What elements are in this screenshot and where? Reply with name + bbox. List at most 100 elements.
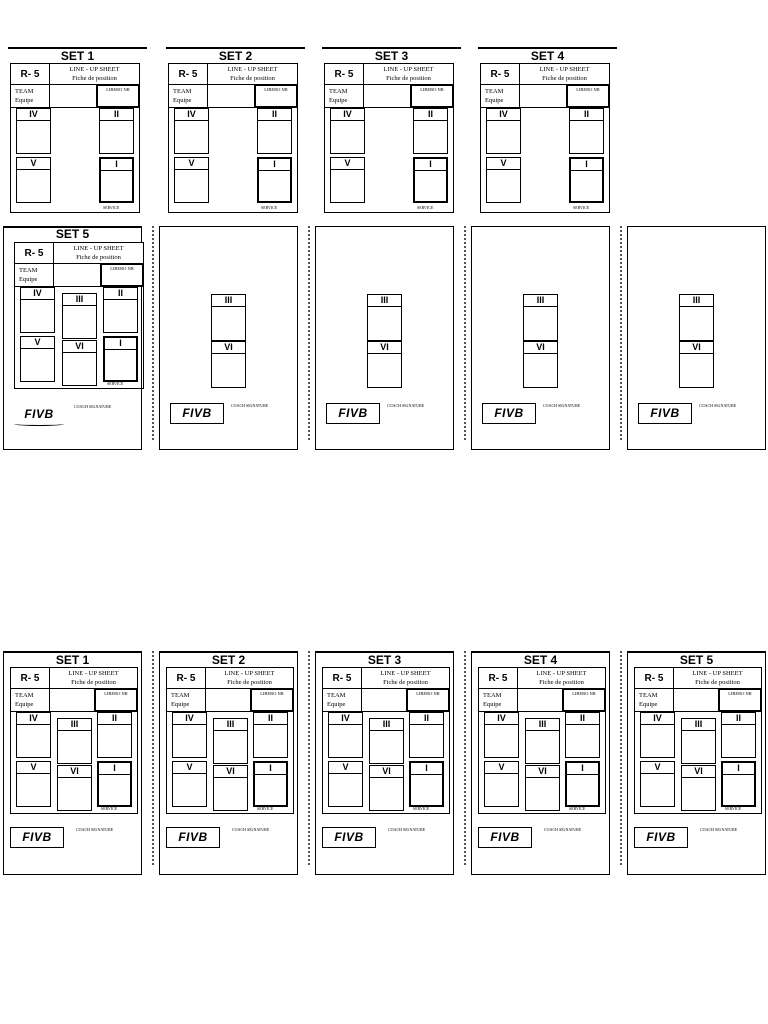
position-i-cell[interactable]: I xyxy=(721,761,756,807)
rotation-label: R- 5 xyxy=(10,667,50,689)
position-ii-cell[interactable]: II xyxy=(565,712,600,758)
position-iii-cell-label: III xyxy=(58,719,91,731)
position-iii-cell[interactable]: III xyxy=(57,718,92,764)
equipe-text: Equipe xyxy=(173,97,192,104)
position-iii-cell[interactable]: III xyxy=(681,718,716,764)
position-v-cell[interactable]: V xyxy=(640,761,675,807)
position-v-cell[interactable]: V xyxy=(486,157,521,203)
position-iv-cell[interactable]: IV xyxy=(16,712,51,758)
position-iii-cell[interactable]: III xyxy=(211,294,246,341)
libero-number-field[interactable]: LIBERO NR xyxy=(566,84,610,108)
team-name-field[interactable] xyxy=(53,263,102,287)
team-name-field[interactable] xyxy=(49,688,96,712)
position-v-cell[interactable]: V xyxy=(16,761,51,807)
libero-number-field[interactable]: LIBERO NR xyxy=(562,688,606,712)
position-i-cell[interactable]: I xyxy=(413,157,448,203)
position-ii-cell[interactable]: II xyxy=(569,108,604,154)
team-name-field[interactable] xyxy=(49,84,98,108)
position-v-cell-label: V xyxy=(485,762,518,774)
libero-number-field[interactable]: LIBERO NR xyxy=(250,688,294,712)
team-name-field[interactable] xyxy=(363,84,412,108)
position-iv-cell-label: IV xyxy=(641,713,674,725)
position-ii-cell[interactable]: II xyxy=(103,287,138,333)
position-i-cell[interactable]: I xyxy=(409,761,444,807)
position-v-cell[interactable]: V xyxy=(484,761,519,807)
libero-number-field[interactable]: LIBERO NR xyxy=(254,84,298,108)
position-v-cell[interactable]: V xyxy=(174,157,209,203)
position-iv-cell[interactable]: IV xyxy=(330,108,365,154)
position-i-cell[interactable]: I xyxy=(99,157,134,203)
position-vi-label: VI xyxy=(680,342,713,354)
libero-number-field[interactable]: LIBERO NR xyxy=(100,263,144,287)
position-ii-cell[interactable]: II xyxy=(257,108,292,154)
position-vi-cell[interactable]: VI xyxy=(679,341,714,388)
position-ii-cell[interactable]: II xyxy=(413,108,448,154)
position-ii-cell[interactable]: II xyxy=(253,712,288,758)
position-vi-cell[interactable]: VI xyxy=(525,765,560,811)
position-v-cell[interactable]: V xyxy=(16,157,51,203)
coach-signature-label: COACH SIGNATURE xyxy=(543,403,581,408)
set-title-5-middle: SET 5 xyxy=(55,227,90,241)
position-iv-cell[interactable]: IV xyxy=(486,108,521,154)
position-iv-cell[interactable]: IV xyxy=(640,712,675,758)
position-iv-cell[interactable]: IV xyxy=(484,712,519,758)
position-ii-cell[interactable]: II xyxy=(97,712,132,758)
team-name-field[interactable] xyxy=(673,688,720,712)
position-ii-cell[interactable]: II xyxy=(409,712,444,758)
position-iv-cell-label: IV xyxy=(17,713,50,725)
position-iv-cell[interactable]: IV xyxy=(328,712,363,758)
libero-number-field[interactable]: LIBERO NR xyxy=(406,688,450,712)
position-v-cell-label: V xyxy=(329,762,362,774)
position-iii-cell[interactable]: III xyxy=(213,718,248,764)
team-name-field[interactable] xyxy=(519,84,568,108)
position-vi-cell[interactable]: VI xyxy=(213,765,248,811)
libero-number-field[interactable]: LIBERO NR xyxy=(410,84,454,108)
position-v-cell[interactable]: V xyxy=(328,761,363,807)
position-v-cell[interactable]: V xyxy=(20,336,55,382)
team-name-field[interactable] xyxy=(205,688,252,712)
team-name-field[interactable] xyxy=(361,688,408,712)
position-vi-cell[interactable]: VI xyxy=(367,341,402,388)
position-vi-cell[interactable]: VI xyxy=(523,341,558,388)
set-title-bottom-2: SET 2 xyxy=(211,653,246,667)
team-name-field[interactable] xyxy=(207,84,256,108)
position-vi-cell[interactable]: VI xyxy=(369,765,404,811)
position-iv-cell[interactable]: IV xyxy=(16,108,51,154)
team-name-field[interactable] xyxy=(517,688,564,712)
position-i-cell[interactable]: I xyxy=(97,761,132,807)
position-iv-cell[interactable]: IV xyxy=(174,108,209,154)
position-vi-cell[interactable]: VI xyxy=(211,341,246,388)
libero-number-field[interactable]: LIBERO NR xyxy=(96,84,140,108)
position-i-cell[interactable]: I xyxy=(103,336,138,382)
position-iii-cell[interactable]: III xyxy=(367,294,402,341)
position-i-cell[interactable]: I xyxy=(253,761,288,807)
position-v-cell[interactable]: V xyxy=(172,761,207,807)
position-vi-cell-label: VI xyxy=(682,766,715,778)
position-vi-cell[interactable]: VI xyxy=(57,765,92,811)
fivb-logo: FIVB xyxy=(326,403,380,424)
position-v-cell-label: V xyxy=(173,762,206,774)
position-iii-cell[interactable]: III xyxy=(523,294,558,341)
sheet-title: LINE - UP SHEET xyxy=(383,66,434,73)
position-iv-cell[interactable]: IV xyxy=(20,287,55,333)
position-vi-cell[interactable]: VI xyxy=(62,340,97,386)
position-iv-cell[interactable]: IV xyxy=(172,712,207,758)
libero-number-field[interactable]: LIBERO NR xyxy=(94,688,138,712)
position-iii-cell[interactable]: III xyxy=(679,294,714,341)
position-ii-cell[interactable]: II xyxy=(721,712,756,758)
position-v-cell[interactable]: V xyxy=(330,157,365,203)
position-ii-cell[interactable]: II xyxy=(99,108,134,154)
position-iii-cell[interactable]: III xyxy=(369,718,404,764)
position-i-cell[interactable]: I xyxy=(569,157,604,203)
position-vi-cell[interactable]: VI xyxy=(681,765,716,811)
position-i-cell[interactable]: I xyxy=(257,157,292,203)
position-iii-cell[interactable]: III xyxy=(62,293,97,339)
position-i-cell[interactable]: I xyxy=(565,761,600,807)
position-iii-cell[interactable]: III xyxy=(525,718,560,764)
libero-number-field[interactable]: LIBERO NR xyxy=(718,688,762,712)
